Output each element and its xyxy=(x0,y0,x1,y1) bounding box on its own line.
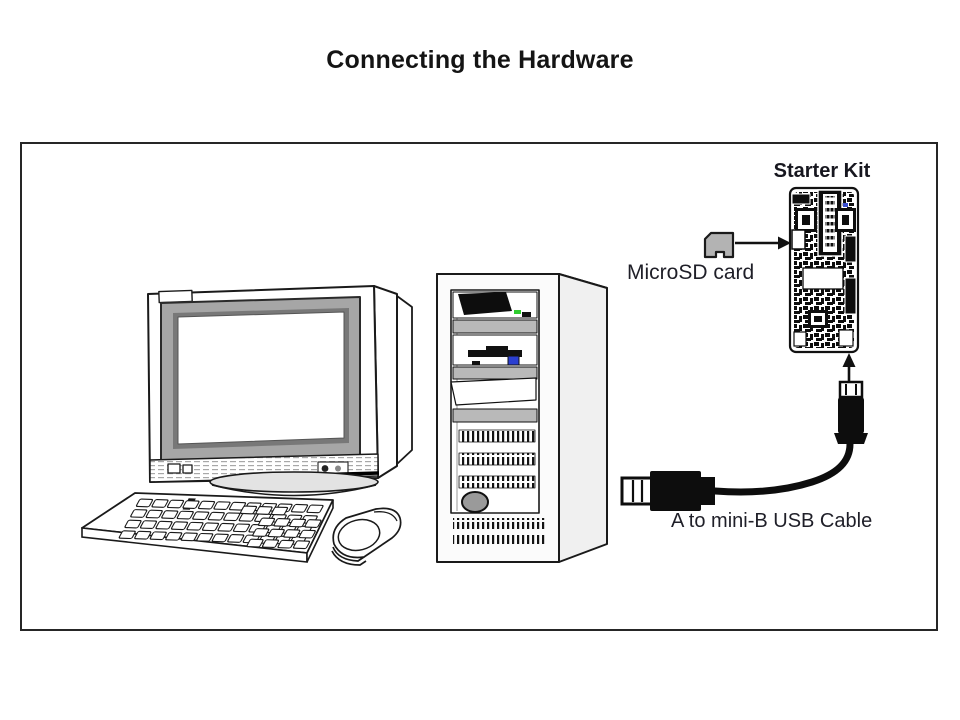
tower-empty-bay xyxy=(450,377,537,406)
board-chip xyxy=(835,208,856,232)
monitor-base xyxy=(209,471,379,493)
mouse xyxy=(331,507,402,566)
hardware-diagram-illustration xyxy=(81,186,868,566)
tower-power-button xyxy=(461,491,489,513)
tower-case xyxy=(436,273,608,563)
usb-cable-label: A to mini-B USB Cable xyxy=(671,510,873,532)
arrow-up-icon xyxy=(842,353,856,384)
board-label-area xyxy=(802,267,844,290)
monitor-button xyxy=(182,464,193,474)
tower-vents xyxy=(458,429,536,489)
diagram-frame: Starter Kit MicroSD card A to mini-B USB… xyxy=(20,142,938,631)
board-microsd-slot xyxy=(791,229,806,250)
board-chip xyxy=(795,208,817,232)
mouse-button xyxy=(337,518,381,552)
floppy-drive xyxy=(452,334,538,366)
keyboard xyxy=(81,492,334,563)
usb-mini-b-connector xyxy=(834,380,868,444)
board-usb-pad xyxy=(793,331,807,347)
starter-kit-label: Starter Kit xyxy=(773,160,871,182)
monitor-screen xyxy=(177,311,345,445)
starter-kit-board xyxy=(788,186,860,354)
cd-drive-led xyxy=(514,310,521,314)
arrow-right-icon xyxy=(735,236,791,250)
cd-drive xyxy=(452,291,538,319)
usb-a-connector xyxy=(620,471,715,511)
tower-bottom-vents xyxy=(453,518,545,544)
keyboard-arrow-keys xyxy=(239,505,289,516)
monitor-power-button xyxy=(321,465,329,472)
usb-cable-wire xyxy=(711,440,854,496)
monitor-label-chip xyxy=(158,289,193,304)
page-title: Connecting the Hardware xyxy=(326,46,634,74)
board-usb-connector xyxy=(838,329,854,347)
usb-cable xyxy=(620,380,868,511)
microsd-card-label: MicroSD card xyxy=(627,261,755,284)
crt-monitor xyxy=(147,285,413,497)
monitor-button xyxy=(167,463,181,474)
monitor-power-led xyxy=(335,465,341,472)
microsd-card-icon xyxy=(703,231,735,259)
floppy-eject-button xyxy=(507,355,520,366)
cd-drive-button xyxy=(522,312,531,317)
keyboard-numpad-keys xyxy=(246,517,322,550)
